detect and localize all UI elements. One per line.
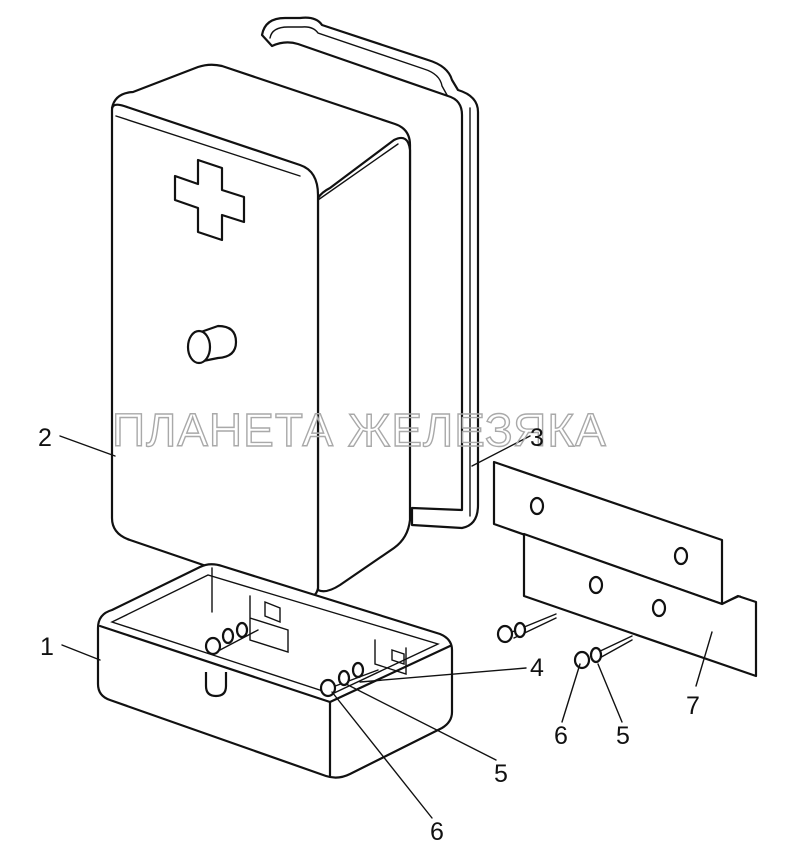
callout-5-lower: 5 xyxy=(494,760,508,788)
callout-1: 1 xyxy=(40,633,54,661)
screw-loose-upper xyxy=(496,613,557,644)
part-7-bracket xyxy=(492,460,758,678)
red-cross-emblem-icon xyxy=(173,158,246,242)
part-3-frame xyxy=(260,16,480,530)
screw-inner-left xyxy=(204,621,259,656)
callout-5-right: 5 xyxy=(616,722,630,750)
callout-2: 2 xyxy=(38,424,52,452)
callout-7: 7 xyxy=(686,692,700,720)
screw-loose-lower xyxy=(573,635,633,670)
latch-knob xyxy=(186,324,238,365)
callout-6-lower: 6 xyxy=(430,818,444,846)
part-1-base xyxy=(96,563,454,779)
callout-3: 3 xyxy=(530,424,544,452)
callout-labels: 1 2 3 4 5 6 6 5 7 xyxy=(38,424,700,846)
callout-4: 4 xyxy=(530,654,544,682)
leader-lines xyxy=(59,435,713,819)
screw-inner-right xyxy=(319,661,379,698)
callout-6-right: 6 xyxy=(554,722,568,750)
watermark-text: ПЛАНЕТА ЖЕЛЕЗЯКА xyxy=(112,404,607,456)
part-2-case xyxy=(110,63,412,600)
